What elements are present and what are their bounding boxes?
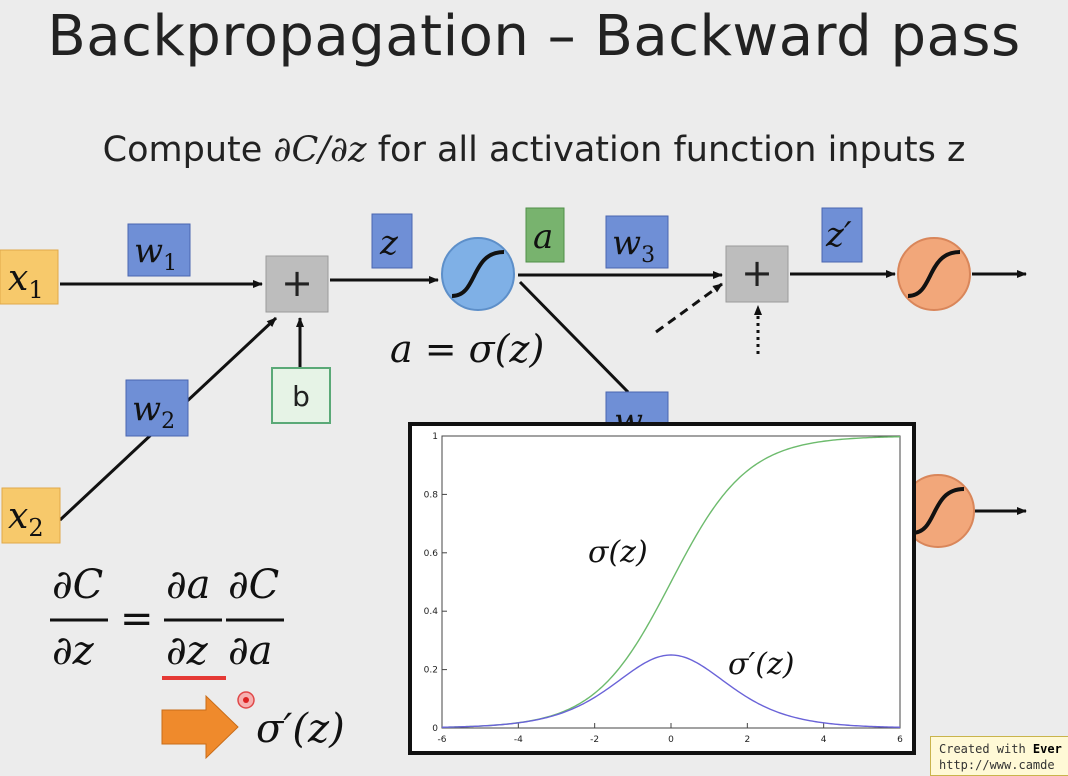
edge-dashed-adder2 xyxy=(655,282,723,334)
bias-label: b xyxy=(292,380,310,413)
activation-equation: a = σ(z) xyxy=(390,327,544,371)
adder-1: + xyxy=(265,255,329,313)
adder-2: + xyxy=(725,245,789,303)
w1-subscript: 1 xyxy=(163,251,177,276)
w2-subscript: 2 xyxy=(161,409,175,434)
z-label: z xyxy=(379,223,399,263)
subtitle-math: ∂C/∂z xyxy=(273,130,367,170)
formula-lhs-num: ∂C xyxy=(52,562,103,608)
x2-label: x xyxy=(8,496,28,537)
weight-w3: w3 xyxy=(605,215,669,269)
svg-text:w2: w2 xyxy=(132,389,175,434)
watermark-line2: http://www.camde xyxy=(939,758,1055,772)
input-x2: x2 xyxy=(1,487,61,544)
w3-label: w xyxy=(612,223,641,263)
weight-w1: w1 xyxy=(127,223,191,277)
cursor-dot-icon xyxy=(237,691,255,709)
formula-da-num: ∂a xyxy=(166,562,211,608)
w3-subscript: 3 xyxy=(641,243,655,268)
svg-text:w3: w3 xyxy=(612,223,655,268)
svg-text:w1: w1 xyxy=(134,231,177,276)
sigmoid-curve-label: σ(z) xyxy=(588,535,648,570)
y-tick-label: 0.4 xyxy=(424,607,439,617)
sigmoid-icon xyxy=(451,250,505,298)
watermark-box: Created with Ever http://www.camde xyxy=(930,736,1068,776)
input-x1: x1 xyxy=(0,249,59,305)
a-box: a xyxy=(525,207,565,263)
x-tick-label: 4 xyxy=(821,735,827,745)
series-line-sigmoid_derivative xyxy=(441,654,901,728)
sigma-prime-result: σ′(z) xyxy=(256,706,345,752)
formula-dz-den: ∂z xyxy=(166,628,209,674)
slide-subtitle: Compute ∂C/∂z for all activation functio… xyxy=(0,130,1068,170)
bias-box: b xyxy=(271,367,331,424)
adder-2-plus: + xyxy=(741,251,773,295)
series-line-sigmoid xyxy=(441,436,901,728)
y-tick-label: 0.8 xyxy=(424,490,439,500)
subtitle-suffix: for all activation function inputs z xyxy=(366,130,966,170)
x2-subscript: 2 xyxy=(28,514,43,542)
sigmoid-chart: -6 -4 -2 0 2 4 6 0 0.2 0.4 0.6 0.8 1 σ(z) σ′(z) xyxy=(424,432,903,745)
watermark-prefix: Created with xyxy=(939,742,1033,756)
formula-da-den: ∂a xyxy=(228,628,273,674)
w2-label: w xyxy=(132,389,161,429)
a-label: a xyxy=(533,217,553,257)
formula-equals: = xyxy=(120,596,154,642)
z-prime-box: z′ xyxy=(821,207,863,263)
sigmoid-icon xyxy=(911,487,965,535)
y-tick-label: 0 xyxy=(432,724,438,734)
x-tick-label: -2 xyxy=(590,735,599,745)
formula-dc-num: ∂C xyxy=(228,562,279,608)
x1-subscript: 1 xyxy=(28,276,43,304)
svg-text:x1: x1 xyxy=(8,258,44,304)
x-tick-label: -4 xyxy=(514,735,523,745)
slide-title: Backpropagation – Backward pass xyxy=(47,4,1021,69)
edge-neuron-down xyxy=(518,280,630,394)
sigmoid-icon xyxy=(907,250,961,298)
x-tick-label: 0 xyxy=(668,735,674,745)
x-tick-label: -6 xyxy=(438,735,447,745)
x-tick-label: 2 xyxy=(744,735,750,745)
x1-label: x xyxy=(8,258,28,299)
neuron-sigmoid-1 xyxy=(441,237,515,311)
x-tick-label: 6 xyxy=(897,735,903,745)
watermark-line1: Created with Ever xyxy=(939,741,1068,757)
orange-arrow-icon xyxy=(161,694,239,760)
y-tick-label: 0.2 xyxy=(424,666,438,676)
adder-1-plus: + xyxy=(281,261,313,305)
svg-text:x2: x2 xyxy=(8,496,44,542)
formula-lhs-den: ∂z xyxy=(52,628,95,674)
z-box: z xyxy=(371,213,413,269)
derivative-curve-label: σ′(z) xyxy=(728,647,795,682)
z-prime-label: z′ xyxy=(825,215,852,255)
w1-label: w xyxy=(134,231,163,271)
y-tick-label: 1 xyxy=(432,432,438,442)
weight-w2: w2 xyxy=(125,379,189,437)
neuron-sigmoid-2 xyxy=(897,237,971,311)
y-tick-label: 0.6 xyxy=(424,549,439,559)
watermark-bold: Ever xyxy=(1032,742,1062,756)
subtitle-prefix: Compute xyxy=(102,130,274,170)
sigmoid-chart-panel: -6 -4 -2 0 2 4 6 0 0.2 0.4 0.6 0.8 1 σ(z) σ′(z) xyxy=(408,422,916,755)
chain-rule-formula: ∂C ∂z = ∂a ∂z ∂C ∂a xyxy=(50,562,284,680)
